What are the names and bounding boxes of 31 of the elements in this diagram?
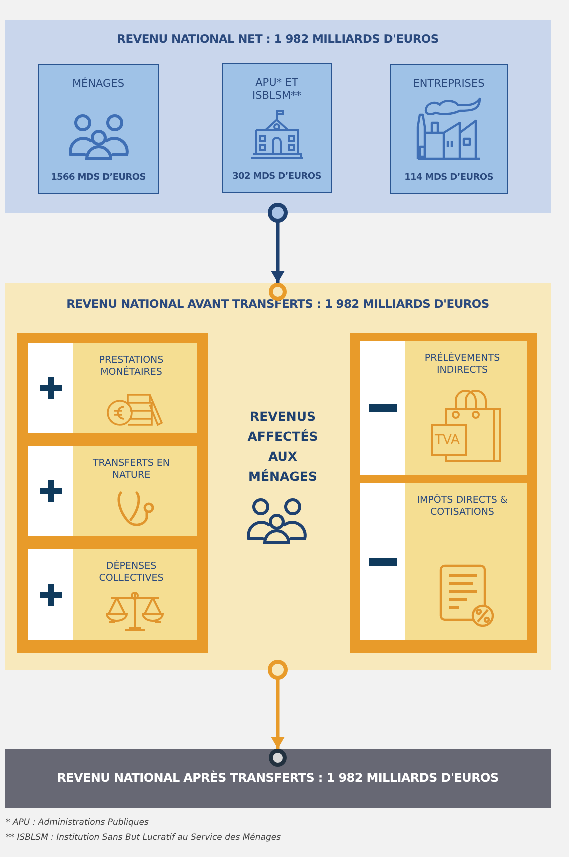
amount-text: 1566 MDS D’EUROS: [50, 173, 147, 183]
item-card: [360, 483, 527, 640]
band-title: REVENU NATIONAL AVANT TRANSFERTS : 1 982 MILLIARDS D'EUROS: [66, 297, 490, 311]
category-box: [38, 64, 159, 194]
footnote: * APU : Administrations Publiques: [6, 818, 149, 828]
item-card: [360, 341, 527, 475]
category-box: [390, 64, 508, 194]
arrow: [268, 203, 288, 283]
category-box: [222, 63, 332, 193]
item-card: [28, 446, 197, 536]
amount-text: 302 MDS D’EUROS: [232, 172, 322, 182]
node-title: TRANSFERTS EN NATURE: [92, 458, 171, 482]
band-panel: [5, 283, 551, 670]
tax-label: TVA: [435, 433, 460, 448]
band-title: REVENU NATIONAL APRÈS TRANSFERTS : 1 982 MILLIARDS D'EUROS: [56, 771, 500, 785]
band-panel: [5, 749, 551, 808]
amount-text: 114 MDS D’EUROS: [404, 173, 494, 183]
item-card: [28, 343, 197, 433]
node-title: ENTREPRISES: [412, 78, 486, 91]
center-title: REVENUS AFFECTÉS AUX MÉNAGES: [246, 408, 320, 486]
arrow: [268, 660, 288, 749]
node-title: MÉNAGES: [72, 78, 126, 91]
band-panel: [5, 20, 551, 213]
item-card: [28, 549, 197, 640]
footnote: ** ISBLSM : Institution Sans But Lucratif au Service des Ménages: [6, 833, 282, 843]
node-title: IMPÔTS DIRECTS & COTISATIONS: [416, 495, 509, 519]
node-title: PRÉLÈVEMENTS INDIRECTS: [424, 353, 502, 377]
node-title: PRESTATIONS MONÉTAIRES: [98, 355, 165, 379]
node-title: APU* ET ISBLSM**: [251, 77, 303, 103]
band-title: REVENU NATIONAL NET : 1 982 MILLIARDS D'EUROS: [116, 32, 440, 46]
node-title: DÉPENSES COLLECTIVES: [98, 561, 165, 585]
